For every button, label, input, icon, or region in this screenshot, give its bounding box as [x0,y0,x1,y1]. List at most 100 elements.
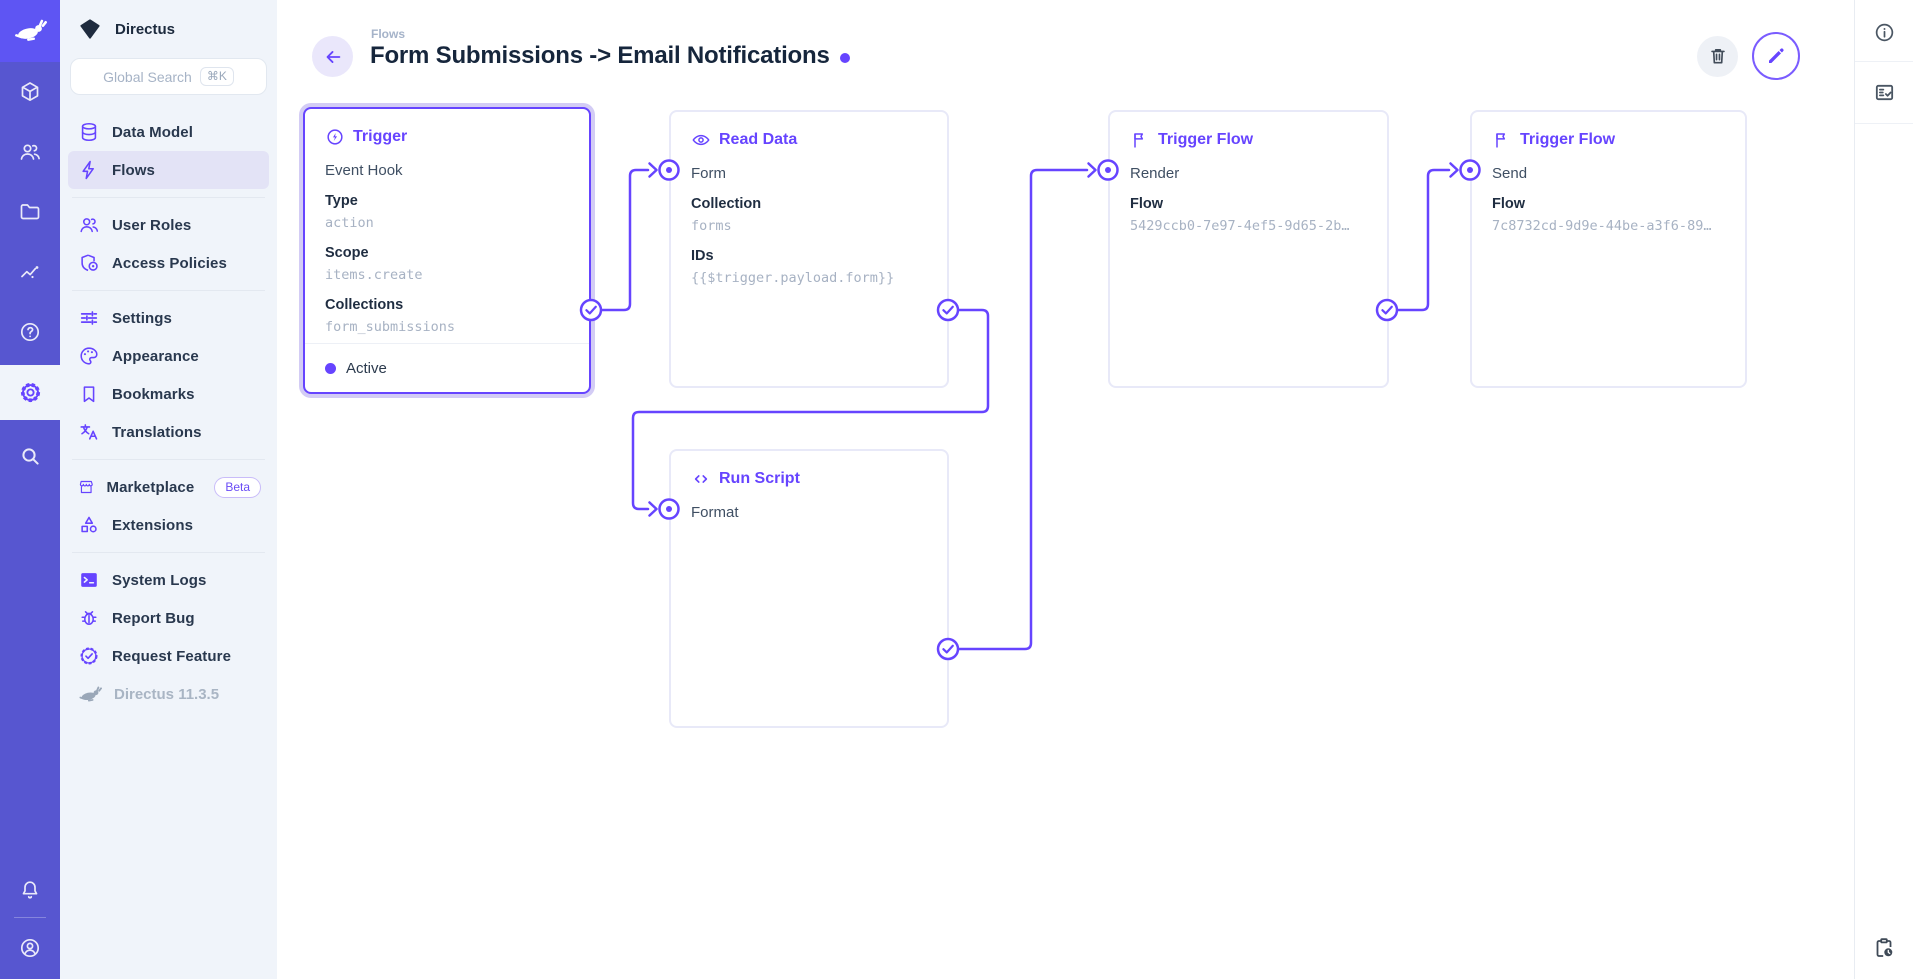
palette-icon [80,347,98,365]
page-title-row: Form Submissions -> Email Notifications [370,42,850,70]
help-icon [20,322,40,342]
sidebar-item-label: Data Model [112,123,194,141]
arrow-left-icon [326,50,340,63]
sidebar-item-label: Flows [112,161,156,179]
back-button[interactable] [312,36,353,77]
bolt-circle-icon [327,129,343,145]
panel-name: Event Hook [325,161,403,179]
panel-read-data[interactable]: Read Data Form Collection forms IDs {{$t… [669,110,949,388]
main-content: Flows Form Submissions -> Email Notifica… [277,0,1854,979]
sidebar-item-extensions[interactable]: Extensions [68,506,269,544]
sidebar-item-appearance[interactable]: Appearance [68,337,269,375]
panel-trigger[interactable]: Trigger Event Hook Type action Scope ite… [303,107,591,394]
field-label: Collection [691,196,762,212]
module-search-button[interactable] [0,428,60,484]
info-sidebar-button[interactable] [1855,2,1913,62]
sidebar-item-system-logs[interactable]: System Logs [68,561,269,599]
sidebar-item-user-roles[interactable]: User Roles [68,206,269,244]
field-value: 7c8732cd-9d9e-44be-a3f6-89… [1492,218,1712,234]
edit-flow-button[interactable] [1752,32,1800,80]
version-row: Directus 11.3.5 [68,675,269,713]
directus-logo-button[interactable] [0,0,60,62]
module-settings-button[interactable] [0,365,60,420]
field-label: Scope [325,245,369,261]
sidebar-item-label: Access Policies [112,254,227,272]
beta-badge: Beta [214,476,261,498]
flag-icon [1496,133,1506,148]
seal-check-icon [80,647,98,665]
module-users-button[interactable] [0,124,60,180]
field-label: Collections [325,297,404,313]
database-icon [81,122,97,142]
panel-title: Run Script [719,470,800,487]
panel-title-row: Trigger Flow [1130,127,1367,153]
code-icon [694,475,708,483]
panel-name: Form [691,164,726,182]
sidebar-item-label: Bookmarks [112,385,195,403]
nav-divider [72,459,265,460]
gear-icon [20,382,40,403]
account-button[interactable] [0,920,60,976]
search-shortcut-badge: ⌘K [199,67,234,86]
bug-icon [81,610,97,626]
sidebar-item-flows[interactable]: Flows [68,151,269,189]
sidebar-item-bookmarks[interactable]: Bookmarks [68,375,269,413]
info-icon [1875,23,1893,41]
trigger-status-row: Active [305,343,589,392]
panel-field: Flow 7c8732cd-9d9e-44be-a3f6-89… [1492,193,1725,237]
flag-icon [1134,133,1144,148]
notifications-button[interactable] [0,862,60,918]
panel-title: Trigger Flow [1520,131,1616,148]
module-bar [0,0,60,979]
sidebar-item-label: Report Bug [112,609,195,627]
shapes-icon [81,516,97,533]
panel-title-row: Trigger [325,124,569,150]
sidebar-item-request-feature[interactable]: Request Feature [68,637,269,675]
panel-name: Send [1492,164,1528,182]
panel-field: Type action [325,190,569,234]
sidebar-item-label: System Logs [112,571,207,589]
sidebar-item-data-model[interactable]: Data Model [68,113,269,151]
sidebar-item-report-bug[interactable]: Report Bug [68,599,269,637]
module-insights-button[interactable] [0,244,60,300]
flow-status-dot [839,52,850,63]
sidebar-item-settings[interactable]: Settings [68,299,269,337]
shield-lock-icon [81,254,98,272]
field-value: 5429ccb0-7e97-4ef5-9d65-2b… [1130,218,1350,234]
translate-icon [80,424,98,440]
project-logo-icon [80,19,100,39]
bookmark-icon [83,386,95,403]
pending-revisions-button[interactable] [1855,918,1913,978]
rail-divider [14,917,46,918]
panel-title-row: Run Script [691,466,927,492]
project-row[interactable]: Directus [60,0,277,50]
module-help-button[interactable] [0,304,60,360]
active-status-dot [325,362,336,374]
search-icon [22,448,39,465]
logs-sidebar-button[interactable] [1855,62,1913,122]
page-title: Form Submissions -> Email Notifications [370,42,830,69]
panel-name: Render [1130,164,1180,182]
sidebar-item-label: Appearance [112,347,199,365]
trash-icon [1710,48,1725,64]
sidebar-item-marketplace[interactable]: Marketplace Beta [68,468,269,506]
field-value: action [325,215,374,231]
sidebar-item-access-policies[interactable]: Access Policies [68,244,269,282]
right-sidebar [1854,0,1913,979]
right-sidebar-divider [1855,123,1913,124]
global-search-input[interactable]: Global Search ⌘K [70,58,267,95]
module-content-button[interactable] [0,64,60,120]
sidebar-item-translations[interactable]: Translations [68,413,269,451]
breadcrumb[interactable]: Flows [371,27,406,41]
panel-trigger-flow-render[interactable]: Trigger Flow Render Flow 5429ccb0-7e97-4… [1108,110,1389,388]
navigation-sidebar: Directus Global Search ⌘K Data Model Flo… [60,0,277,979]
panel-field: Collections form_submissions [325,294,569,338]
delete-flow-button[interactable] [1697,35,1738,77]
module-files-button[interactable] [0,184,60,240]
field-label: Flow [1130,196,1164,212]
panel-trigger-flow-send[interactable]: Trigger Flow Send Flow 7c8732cd-9d9e-44b… [1470,110,1747,388]
panel-field: Flow 5429ccb0-7e97-4ef5-9d65-2b… [1130,193,1367,237]
rabbit-logo-icon [15,19,47,41]
panel-run-script[interactable]: Run Script Format [669,449,949,728]
panel-title: Trigger [353,128,408,145]
